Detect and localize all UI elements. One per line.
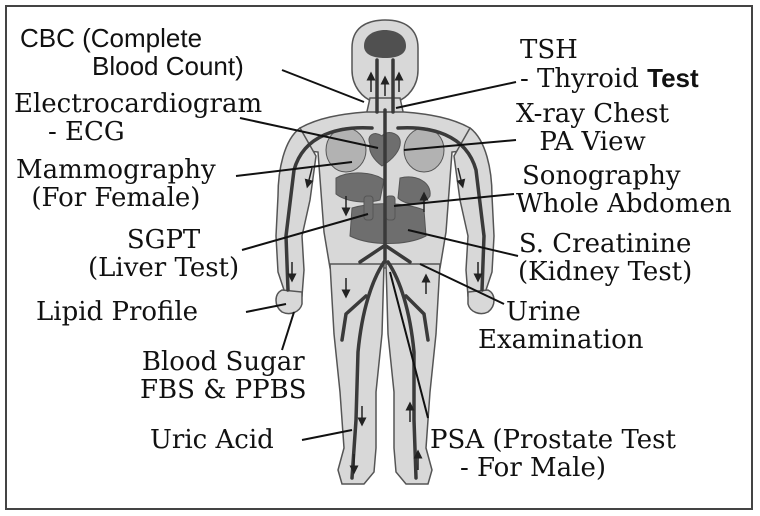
label-tsh-line1: TSH [520, 36, 699, 64]
label-creatinine-line1: S. Creatinine [518, 230, 692, 258]
label-xray-line2: PA View [516, 128, 669, 156]
label-cbc: CBC (Complete Blood Count) [20, 24, 244, 80]
label-ecg-line1: Electrocardiogram [14, 90, 262, 118]
label-cbc-line2: Blood Count) [20, 52, 244, 80]
label-sonography-line2: Whole Abdomen [516, 190, 732, 218]
left-arm-shape [276, 128, 316, 296]
label-sgpt-line2: (Liver Test) [88, 254, 239, 282]
label-tsh-line2: - Thyroid Test [520, 64, 699, 93]
left-hand-shape [276, 290, 302, 314]
label-psa: PSA (Prostate Test - For Male) [430, 426, 676, 482]
label-mammography-line1: Mammography [16, 156, 216, 184]
label-mammography: Mammography (For Female) [16, 156, 216, 212]
brain-shape [364, 30, 406, 58]
label-tsh: TSH - Thyroid Test [520, 36, 699, 93]
label-urine-line2: Examination [478, 326, 644, 354]
label-ecg-line2: - ECG [14, 118, 262, 146]
liver-shape [336, 173, 384, 202]
label-tsh-line2-emphasis: Test [647, 63, 699, 93]
label-psa-line2: - For Male) [430, 454, 676, 482]
label-cbc-line1: CBC (Complete [20, 24, 244, 52]
kidney-right [386, 196, 395, 220]
right-arm-shape [454, 128, 494, 296]
label-urine-line1: Urine [478, 298, 644, 326]
label-sonography-line1: Sonography [516, 162, 732, 190]
label-tsh-line2-prefix: - Thyroid [520, 64, 639, 94]
label-sonography: Sonography Whole Abdomen [516, 162, 732, 218]
label-creatinine-line2: (Kidney Test) [518, 258, 692, 286]
label-creatinine: S. Creatinine (Kidney Test) [518, 230, 692, 286]
label-sugar: Blood Sugar FBS & PPBS [140, 348, 307, 404]
label-ecg: Electrocardiogram - ECG [14, 90, 262, 146]
label-xray-line1: X-ray Chest [516, 100, 669, 128]
label-sgpt: SGPT (Liver Test) [88, 226, 239, 282]
label-sugar-line1: Blood Sugar [140, 348, 307, 376]
label-psa-line1: PSA (Prostate Test [430, 426, 676, 454]
label-xray: X-ray Chest PA View [516, 100, 669, 156]
leader-sugar [282, 312, 294, 350]
label-uric-line1: Uric Acid [150, 426, 274, 454]
label-mammography-line2: (For Female) [16, 184, 216, 212]
label-lipid-line1: Lipid Profile [36, 298, 198, 326]
label-sugar-line2: FBS & PPBS [140, 376, 307, 404]
label-urine: Urine Examination [478, 298, 644, 354]
label-uric: Uric Acid [150, 426, 274, 454]
label-sgpt-line1: SGPT [88, 226, 239, 254]
kidney-left [364, 196, 373, 220]
label-lipid: Lipid Profile [36, 298, 198, 326]
